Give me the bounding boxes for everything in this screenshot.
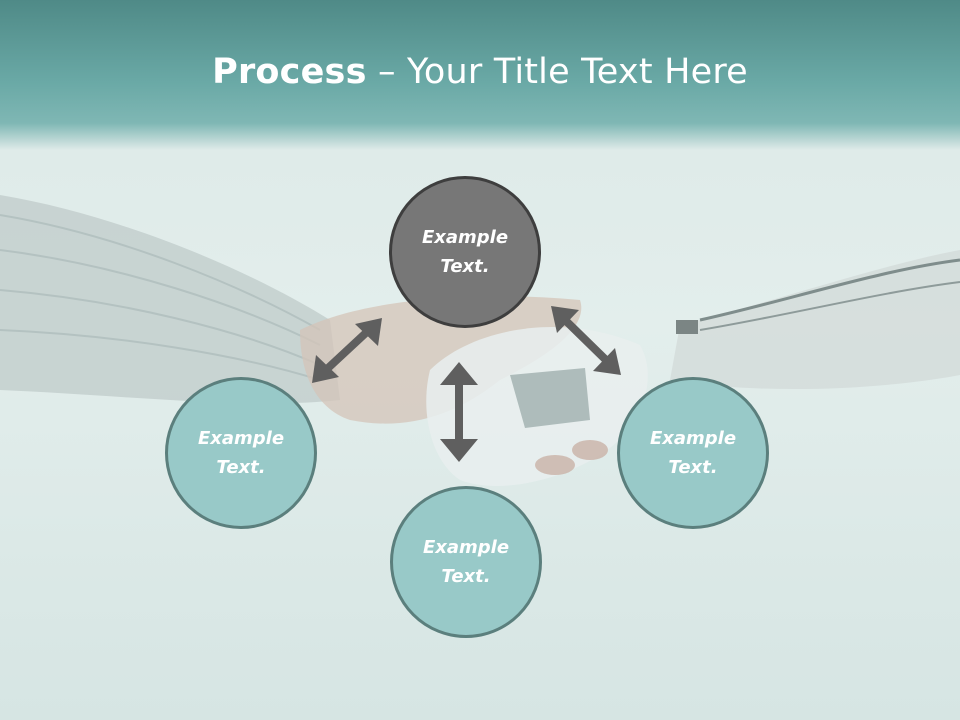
node-line1: Example bbox=[197, 428, 285, 449]
title-bold: Process bbox=[212, 52, 367, 92]
node-line1: Example bbox=[421, 227, 509, 248]
arrow-vertical bbox=[440, 362, 478, 462]
arrow-top-right bbox=[551, 306, 621, 375]
arrow-top-left bbox=[312, 318, 382, 383]
node-line1: Example bbox=[422, 537, 510, 558]
node-line1: Example bbox=[649, 428, 737, 449]
title-rest: – Your Title Text Here bbox=[366, 52, 748, 92]
title-band bbox=[0, 0, 960, 150]
node-line2: Text. bbox=[441, 566, 491, 587]
node-line2: Text. bbox=[668, 457, 718, 478]
node-line2: Text. bbox=[440, 256, 490, 277]
node-line2: Text. bbox=[216, 457, 266, 478]
slide-title: Process – Your Title Text Here bbox=[0, 52, 960, 92]
